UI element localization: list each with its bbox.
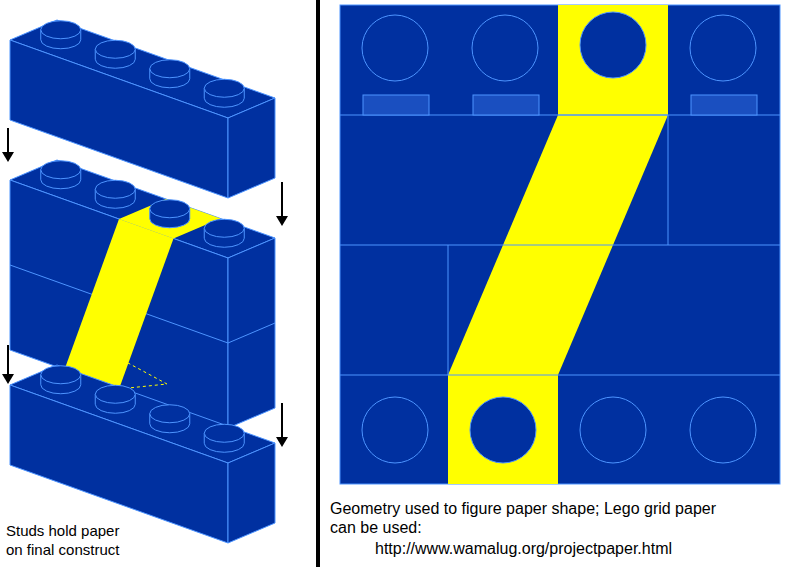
stud (470, 397, 536, 463)
brick (10, 160, 275, 428)
brick-end (228, 98, 275, 198)
stud (150, 60, 190, 78)
arrow-head (2, 152, 14, 162)
paper-bottom (448, 375, 558, 484)
brick-end (228, 443, 275, 543)
paper-top (558, 5, 668, 115)
stud (150, 405, 190, 423)
brick (10, 20, 275, 198)
stud-base (473, 95, 539, 115)
stud-base (691, 95, 757, 115)
front-view (340, 5, 780, 484)
assembly-arrow (276, 182, 288, 226)
stud-outline (690, 15, 756, 81)
arrow-head (276, 437, 288, 447)
url-text: http://www.wamalug.org/projectpaper.html (375, 539, 775, 558)
stud (150, 200, 190, 218)
assembly-arrow (276, 403, 288, 447)
stud (204, 219, 244, 237)
brick (10, 365, 275, 543)
assembly-arrow (2, 128, 14, 162)
note-text: Geometry used to figure paper shape; Leg… (330, 499, 745, 537)
stud (95, 385, 135, 403)
stud (580, 12, 646, 78)
stud (95, 180, 135, 198)
stud-base (363, 95, 429, 115)
note-text: Studs hold paper on final construct (6, 521, 134, 559)
stud (41, 21, 81, 39)
brick-edge (448, 245, 449, 375)
brick-edge (668, 115, 669, 245)
brick-side (10, 40, 228, 198)
brick-edge (340, 245, 780, 246)
stud-outline (362, 397, 428, 463)
stud-outline (690, 397, 756, 463)
stud (204, 79, 244, 97)
arrow-shaft (281, 182, 283, 218)
divider-line (316, 0, 320, 567)
brick-edge (558, 115, 668, 116)
assembly-arrow (2, 345, 14, 384)
front-panel (340, 5, 780, 484)
stud-outline (362, 15, 428, 81)
arrow-shaft (7, 345, 9, 376)
brick-edge (340, 375, 780, 376)
stud (204, 424, 244, 442)
arrow-shaft (281, 403, 283, 439)
arrow-head (2, 374, 14, 384)
paper-strip (65, 219, 174, 389)
arrow-shaft (7, 128, 9, 154)
stud (95, 40, 135, 58)
stud (41, 161, 81, 179)
stud-outline (580, 397, 646, 463)
stud (41, 366, 81, 384)
exploded-bricks (2, 20, 288, 543)
arrow-head (276, 216, 288, 226)
stud-outline (472, 15, 538, 81)
brick-side (10, 385, 228, 543)
